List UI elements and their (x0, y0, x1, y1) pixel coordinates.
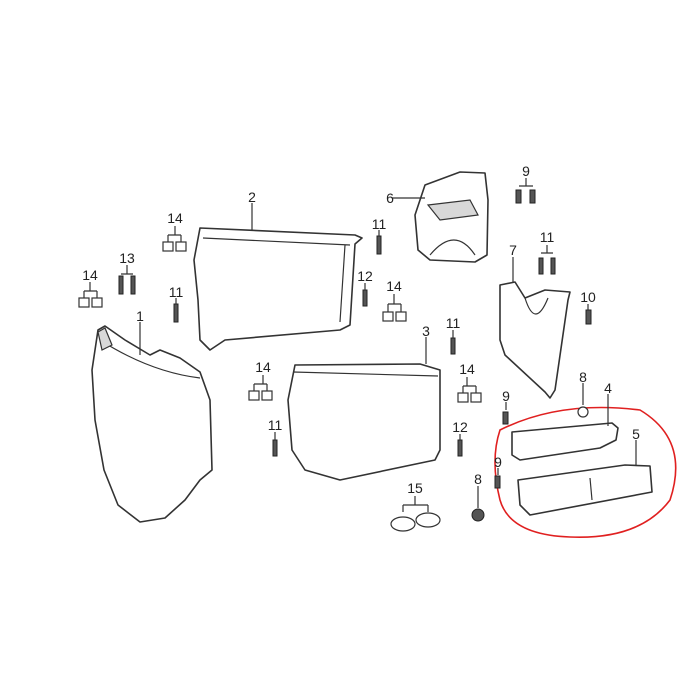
callout-9: 9 (502, 388, 510, 404)
red-highlight-outline (494, 406, 677, 538)
clip-icon (78, 282, 103, 308)
callout-14: 14 (82, 267, 98, 283)
clip-icon (457, 377, 482, 403)
screw-icon (494, 475, 501, 489)
screw-icon (457, 439, 463, 457)
screw-icon (515, 178, 536, 204)
callout-15: 15 (407, 480, 423, 496)
clip-icon (382, 294, 407, 322)
screw-icon (272, 439, 278, 457)
callout-11: 11 (446, 315, 461, 331)
callout-9: 9 (494, 454, 502, 470)
callout-8: 8 (579, 369, 587, 385)
callout-5: 5 (632, 426, 640, 442)
callout-14: 14 (459, 361, 475, 377)
part-7-bracket (499, 281, 571, 399)
nut-icon (577, 406, 589, 418)
callout-8: 8 (474, 471, 482, 487)
callout-1: 1 (136, 308, 144, 324)
callout-11: 11 (169, 284, 184, 300)
screw-icon (173, 303, 179, 323)
part-3-panel (287, 363, 441, 481)
clip-icon (248, 375, 273, 401)
callout-12: 12 (357, 268, 373, 284)
screw-icon (450, 337, 456, 355)
screw-icon (538, 245, 556, 275)
part-4-trim (511, 422, 619, 461)
callout-14: 14 (386, 278, 402, 294)
fasteners (78, 178, 592, 532)
callout-2: 2 (248, 189, 256, 205)
part-6-upper-cover (414, 171, 489, 263)
grommet-icon (390, 496, 441, 532)
screw-icon (376, 235, 382, 255)
clip-icon (162, 226, 187, 252)
screw-icon (362, 289, 368, 307)
part-5-trim (517, 464, 653, 516)
nut-icon (471, 508, 485, 522)
callout-13: 13 (119, 250, 135, 266)
callout-11: 11 (268, 417, 283, 433)
screw-icon (502, 411, 509, 425)
callout-6: 6 (386, 190, 394, 206)
callout-11: 11 (540, 229, 555, 245)
callout-14: 14 (255, 359, 271, 375)
callout-12: 12 (452, 419, 468, 435)
callout-4: 4 (604, 380, 612, 396)
callout-10: 10 (580, 289, 596, 305)
part-2-panel (193, 227, 363, 351)
part-1-side-cover (91, 325, 213, 523)
callout-9: 9 (522, 163, 530, 179)
callout-3: 3 (422, 323, 430, 339)
screw-icon (118, 265, 136, 295)
callout-14: 14 (167, 210, 183, 226)
screw-icon (585, 309, 592, 325)
callout-11: 11 (372, 216, 387, 232)
callout-7: 7 (509, 242, 517, 258)
